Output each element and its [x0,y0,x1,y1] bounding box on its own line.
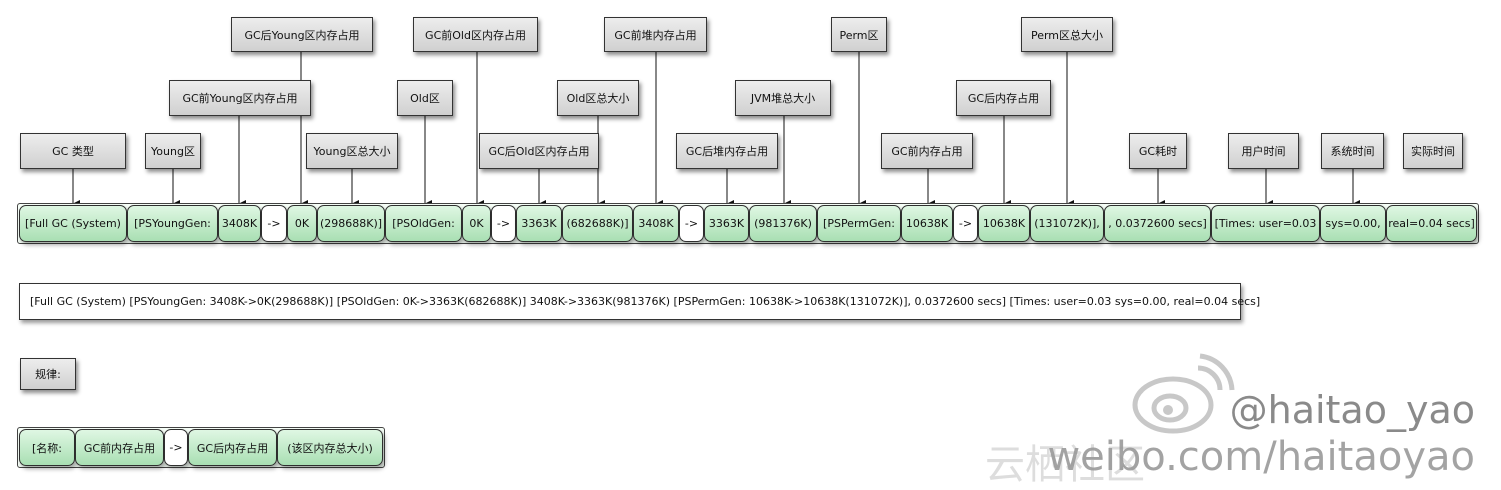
full-log-line: [Full GC (System) [PSYoungGen: 3408K->0K… [19,283,1260,320]
log-segment: (981376K) [749,205,817,242]
watermark-handle: @haitao_yao [1229,388,1475,432]
log-segment: 0K [287,205,317,242]
rule-label: 规律: [20,358,76,390]
log-segment: [PSOldGen: [385,205,462,242]
label-old-before: GC前Old区内存占用 [413,17,538,52]
log-segment: (131072K)], [1030,205,1104,242]
watermark-site: 云栖社区 [985,442,1145,488]
label-perm-before: GC前内存占用 [881,133,973,169]
log-segment: 10638K [978,205,1030,242]
label-heap-after: GC后堆内存占用 [676,133,778,169]
log-segment: -> [679,205,704,242]
label-young-area: Young区 [145,133,201,169]
watermark-url: weibo.com/haitaoyao [1047,434,1475,480]
label-perm-area: Perm区 [831,17,887,52]
label-old-total: Old区总大小 [557,80,639,116]
log-segment: [PSPermGen: [817,205,901,242]
log-segment: 10638K [901,205,953,242]
label-old-after: GC后Old区内存占用 [479,133,599,169]
label-young-before: GC前Young区内存占用 [169,80,311,116]
log-segment: 3408K [633,205,679,242]
log-segment: (298688K)] [317,205,385,242]
label-real-time: 实际时间 [1403,133,1463,169]
label-user-time: 用户时间 [1228,133,1299,169]
log-segment: 3363K [704,205,749,242]
log-segment: -> [261,205,287,242]
label-old-area: Old区 [397,80,453,116]
log-segment: , 0.0372600 secs] [1104,205,1211,242]
log-segment: [Times: user=0.03 [1211,205,1320,242]
rule-segment: GC前内存占用 [75,429,164,466]
label-perm-total: Perm区总大小 [1021,17,1113,52]
label-gc-time: GC耗时 [1129,133,1187,169]
label-gc-type: GC 类型 [20,133,126,169]
log-segment: real=0.04 secs] [1386,205,1477,242]
log-segment: (682688K)] [562,205,633,242]
label-young-total: Young区总大小 [306,133,398,169]
rule-segment: [名称: [19,429,75,466]
rule-segment: (该区内存总大小) [277,429,383,466]
label-heap-before: GC前堆内存占用 [604,17,707,52]
log-segment: 0K [462,205,491,242]
label-perm-after: GC后内存占用 [956,80,1051,116]
log-segment: 3363K [516,205,562,242]
log-segment: [Full GC (System) [19,205,127,242]
log-segment: -> [953,205,978,242]
log-segment: -> [491,205,516,242]
weibo-logo-icon [1132,353,1235,434]
label-sys-time: 系统时间 [1321,133,1384,169]
rule-segment: -> [164,429,188,466]
rule-segment: GC后内存占用 [188,429,277,466]
log-segment: sys=0.00, [1320,205,1386,242]
log-segment: [PSYoungGen: [127,205,218,242]
label-jvm-total: JVM堆总大小 [735,80,831,116]
log-segment: 3408K [218,205,261,242]
label-young-after: GC后Young区内存占用 [231,17,373,52]
